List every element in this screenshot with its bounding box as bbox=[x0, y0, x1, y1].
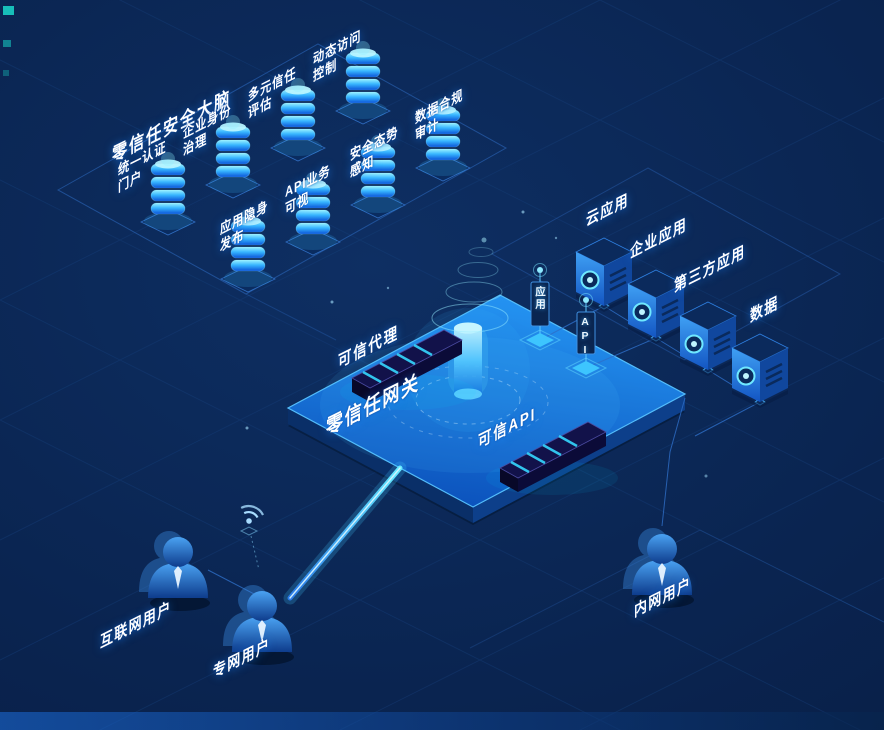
app-cube-data bbox=[731, 333, 789, 408]
access-beam bbox=[283, 461, 407, 605]
server-tower-unified-auth-portal bbox=[140, 152, 196, 236]
app-label-thirdparty: 第三方应用 bbox=[674, 242, 746, 297]
module-label-api-visibility: API业务 可视 bbox=[285, 162, 330, 218]
pillar-api-label: API bbox=[579, 316, 591, 358]
module-label-trust-evaluation: 多元信任 评估 bbox=[248, 65, 296, 123]
gateway-title: 零信任网关 bbox=[326, 370, 420, 442]
zone-outline-brain bbox=[56, 43, 508, 295]
trusted-proxy-label: 可信代理 bbox=[338, 322, 399, 373]
module-label-dynamic-access-control: 动态访问 控制 bbox=[313, 28, 361, 86]
zone-outline-bottom bbox=[469, 529, 884, 649]
bottom-strip bbox=[0, 712, 884, 730]
user-label-intranet: 内网用户 bbox=[634, 574, 692, 622]
server-tower-dynamic-access-control bbox=[335, 41, 391, 125]
app-cube-cloud bbox=[575, 237, 633, 312]
module-label-app-stealth-publish: 应用隐身 发布 bbox=[220, 198, 268, 256]
user-intranet bbox=[623, 528, 694, 608]
app-cube-thirdparty bbox=[679, 301, 737, 376]
user-label-private-network: 专网用户 bbox=[213, 635, 271, 683]
decor-dots bbox=[245, 210, 708, 478]
app-label-enterprise: 企业应用 bbox=[630, 215, 688, 263]
pillar-api-connector bbox=[564, 293, 608, 379]
server-tower-trust-evaluation bbox=[270, 78, 326, 162]
server-tower-api-visibility bbox=[285, 172, 341, 256]
trusted-api-device bbox=[486, 421, 618, 495]
pillar-app-connector bbox=[518, 263, 562, 351]
app-label-data: 数据 bbox=[750, 294, 779, 327]
app-label-cloud: 云应用 bbox=[586, 191, 629, 231]
wifi-icon bbox=[239, 505, 265, 571]
server-tower-identity-governance bbox=[205, 115, 261, 199]
server-tower-security-posture bbox=[350, 135, 406, 219]
user-internet bbox=[139, 531, 210, 611]
corner-pixel-decor bbox=[3, 6, 14, 76]
trusted-api-label: 可信API bbox=[478, 404, 537, 453]
user-private-network bbox=[223, 585, 294, 665]
module-label-data-compliance-audit: 数据合规 审计 bbox=[415, 87, 463, 145]
app-cube-enterprise bbox=[627, 269, 685, 344]
server-tower-app-stealth-publish bbox=[220, 209, 276, 293]
module-label-security-posture: 安全态势 感知 bbox=[350, 124, 398, 182]
trusted-proxy-device bbox=[340, 329, 476, 410]
pillar-app-label: 应用 bbox=[534, 286, 546, 311]
zone-outline-apps bbox=[490, 167, 842, 361]
user-label-internet: 互联网用户 bbox=[100, 598, 172, 653]
server-tower-data-compliance-audit bbox=[415, 98, 471, 182]
